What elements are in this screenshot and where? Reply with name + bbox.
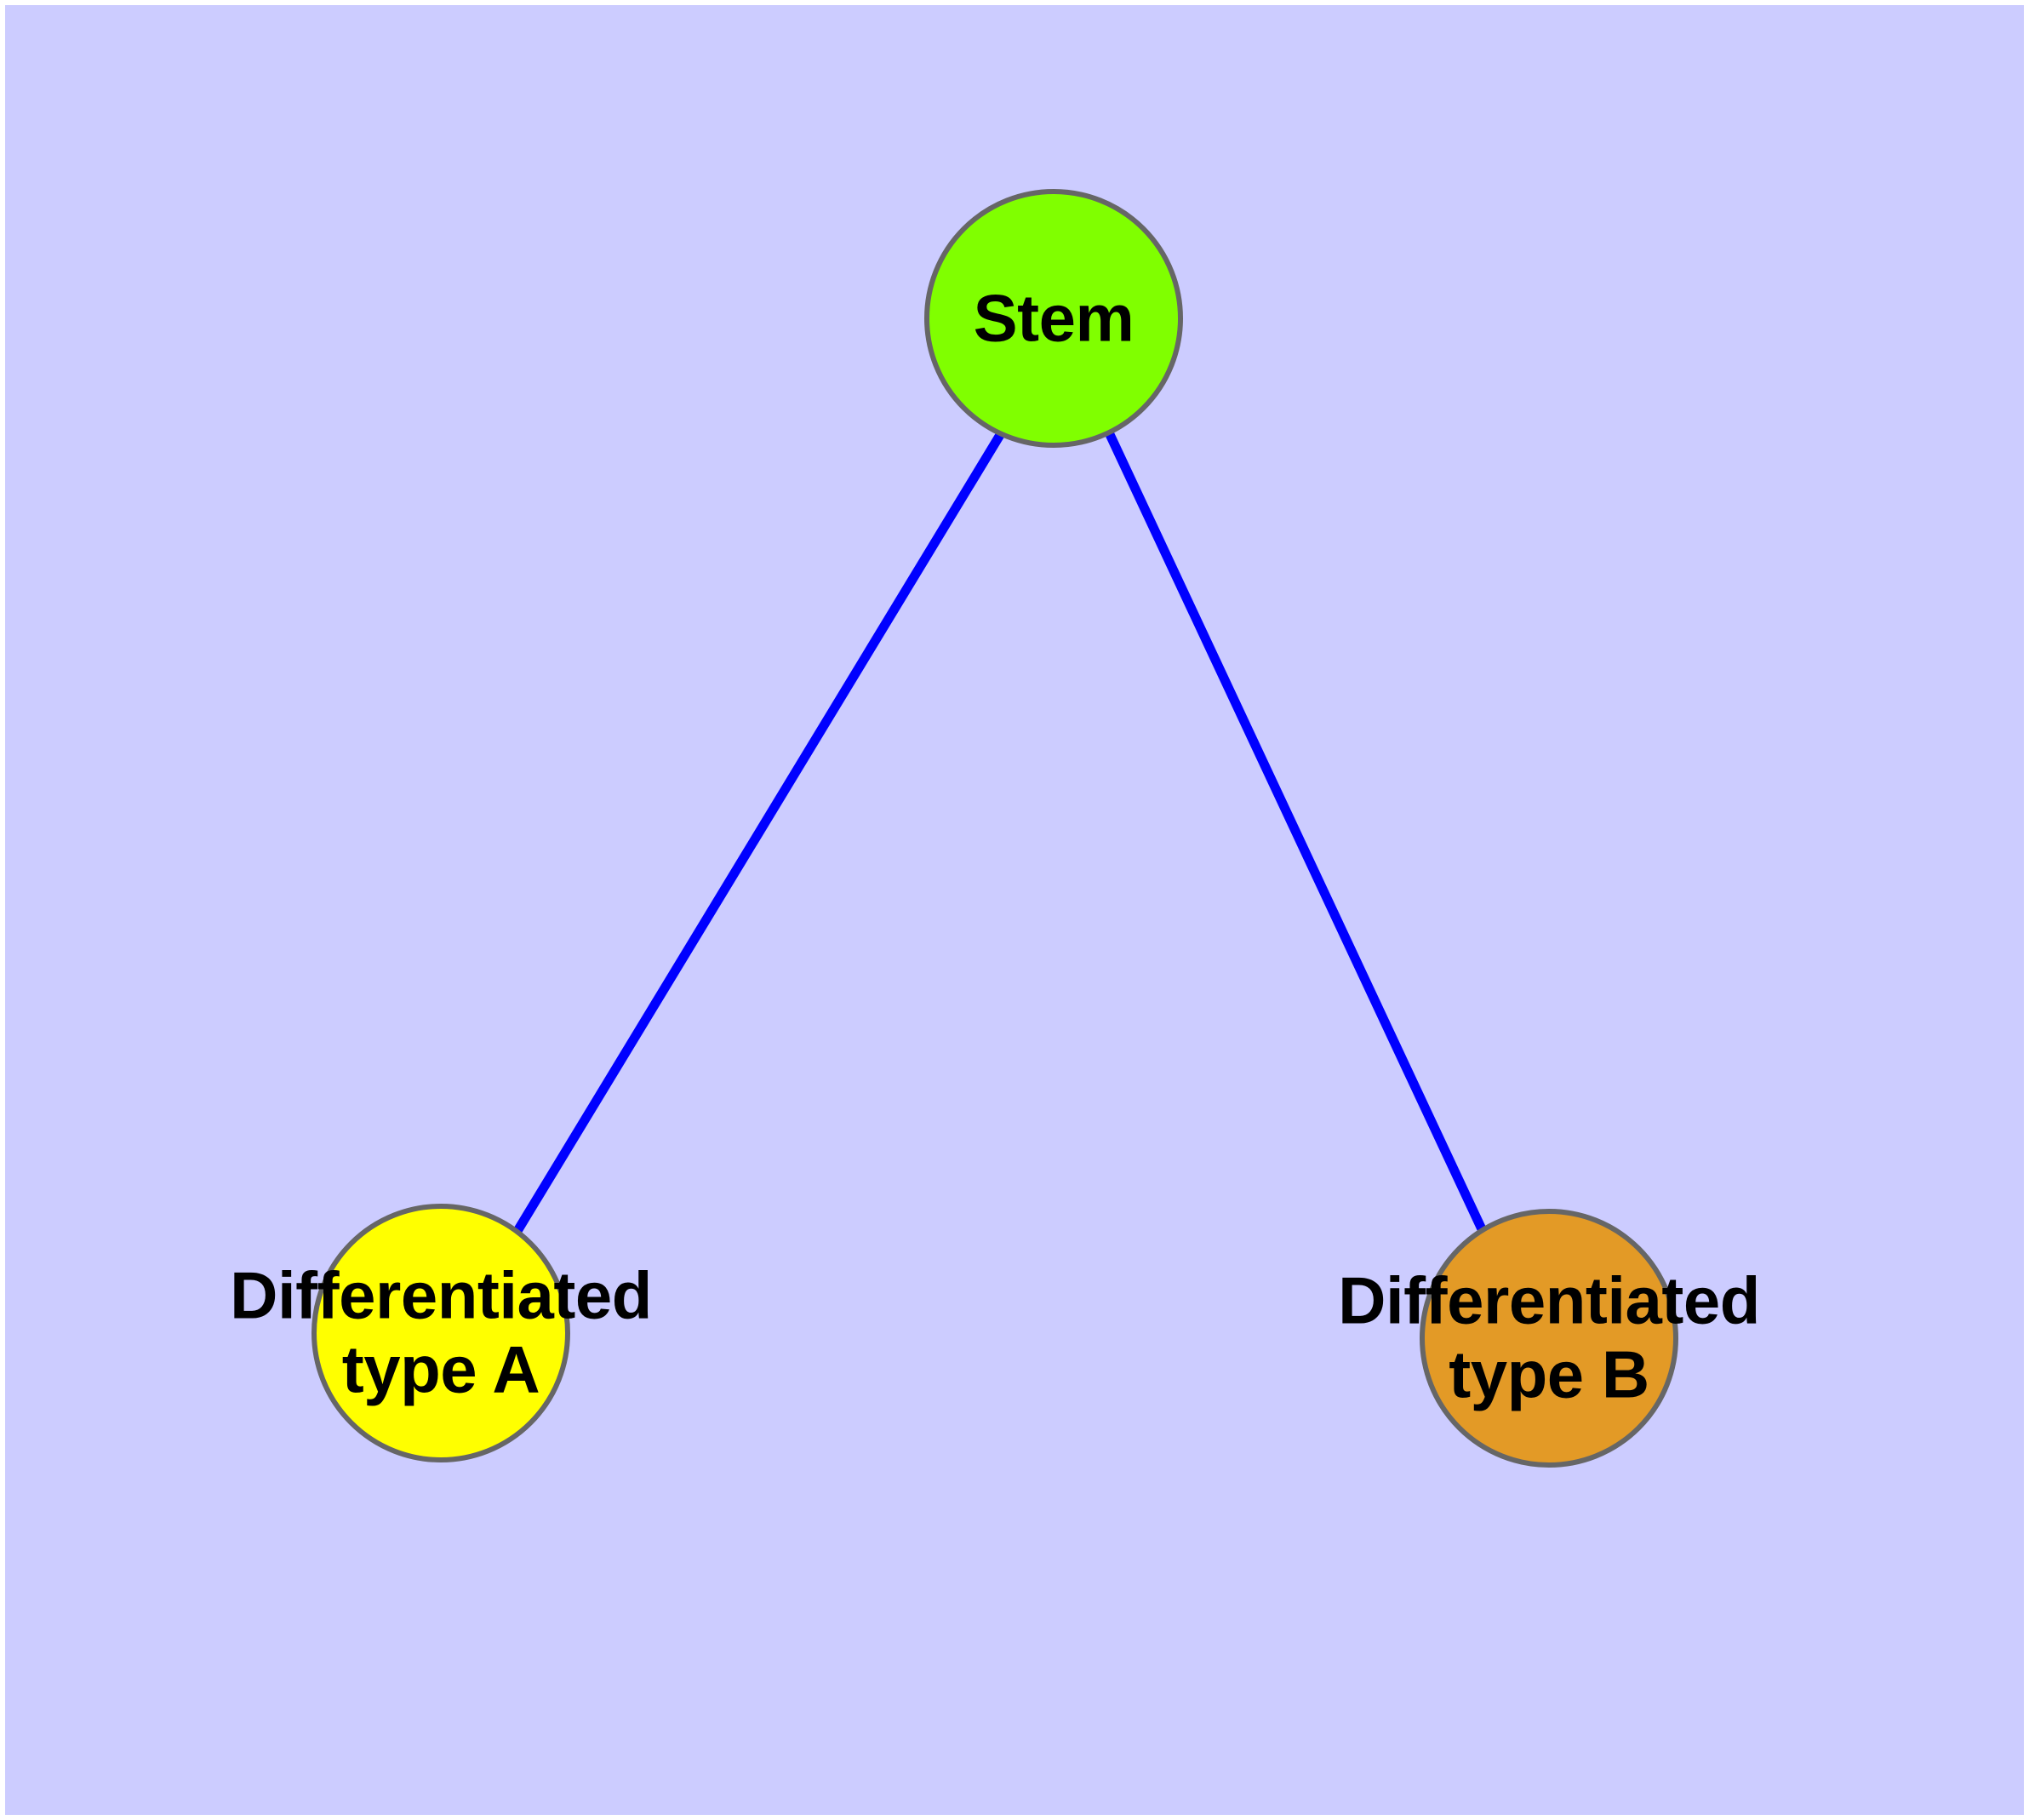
- edge-stem-to-diff-b: [1104, 428, 1487, 1233]
- graph-plot-area: Stem Differentiated type A Differentiate…: [5, 5, 2024, 1815]
- node-differentiated-type-b[interactable]: [1420, 1209, 1678, 1468]
- edge-stem-to-diff-a: [513, 428, 1007, 1233]
- node-label-differentiated-type-a: Differentiated type A: [230, 1257, 652, 1407]
- node-label-differentiated-type-b: Differentiated type B: [1338, 1262, 1760, 1412]
- edge-layer: [513, 428, 1487, 1233]
- node-label-stem: Stem: [973, 280, 1135, 356]
- node-differentiated-type-a[interactable]: [311, 1204, 570, 1462]
- node-stem[interactable]: [924, 189, 1183, 448]
- node-layer: Stem Differentiated type A Differentiate…: [5, 5, 2024, 1815]
